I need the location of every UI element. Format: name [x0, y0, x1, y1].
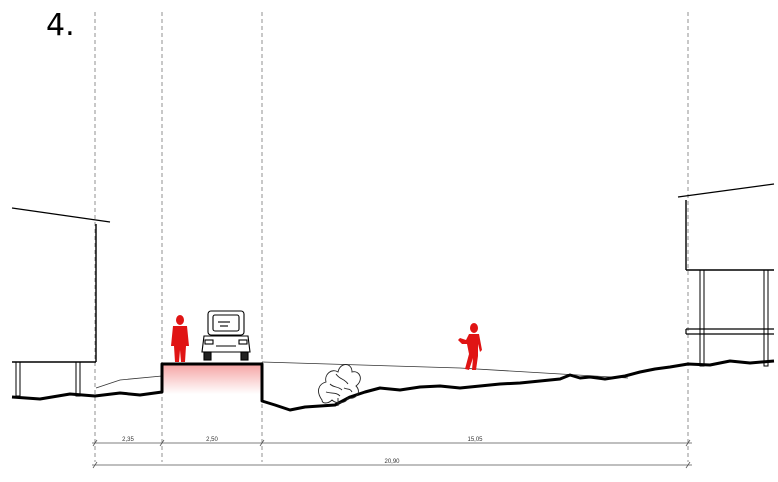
- car-front-icon: [201, 310, 251, 361]
- platform-fill: [163, 364, 261, 394]
- terrain-line: [11, 359, 775, 412]
- reference-lines: [94, 12, 689, 462]
- dimension-label-2: 2,50: [206, 437, 218, 443]
- left-building: [11, 207, 111, 397]
- dimension-label-3: 15,05: [467, 437, 483, 443]
- dimension-label-1: 2,35: [122, 437, 134, 443]
- shrub-icon: [318, 364, 361, 406]
- person-standing-icon: [171, 315, 189, 362]
- right-building: [677, 183, 775, 367]
- dimension-chain: [92, 439, 692, 469]
- dimension-label-total: 20,90: [384, 459, 400, 465]
- figure-number: 4.: [46, 8, 75, 43]
- person-walking-icon: [458, 323, 482, 370]
